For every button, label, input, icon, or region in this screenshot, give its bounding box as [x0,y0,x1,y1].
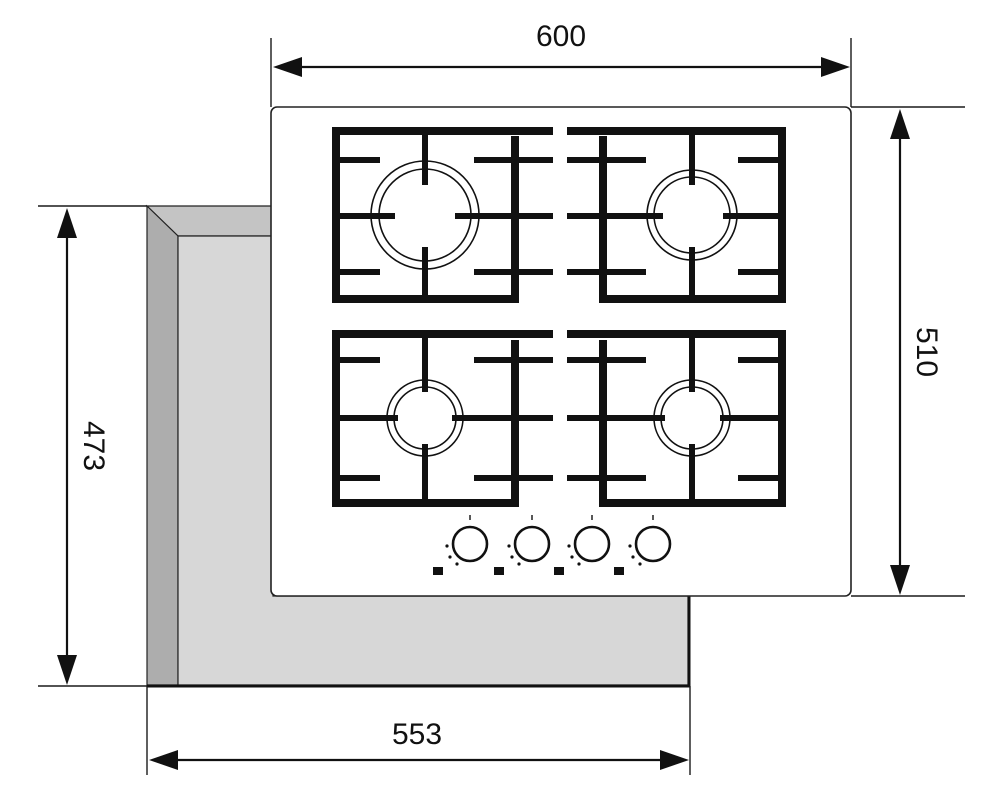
dimension-label-bottom: 553 [392,718,442,751]
burner-indicator-icon [614,567,624,575]
arrow-left-icon [149,750,178,770]
pan-support-top-right [567,127,786,303]
dimension-top-width: 600 [273,20,850,77]
cutout-niche [145,204,691,688]
burner-indicator-icon [554,567,564,575]
knob-3 [554,515,611,575]
knob-4 [614,515,672,575]
knob-2 [494,515,551,575]
pan-supports [332,127,786,507]
cutout-side-face [146,204,179,686]
burner-bottom-right [653,379,731,457]
dimension-label-top: 600 [536,20,586,53]
arrow-down-icon [890,565,910,595]
arrow-up-icon [890,109,910,139]
arrow-down-icon [57,655,77,685]
arrow-right-icon [660,750,689,770]
burner-top-right [646,169,738,261]
hob-panel [270,106,852,597]
dimension-label-right: 510 [910,327,943,377]
dimension-right-height: 510 [890,109,943,595]
dimension-bottom-width: 553 [149,718,689,770]
arrow-up-icon [57,208,77,238]
burners [370,160,738,457]
burner-bottom-left [386,379,464,457]
burner-indicator-icon [433,567,443,575]
dimension-left-height: 473 [57,208,110,685]
knob-1 [433,515,489,575]
pan-support-top-left [332,127,553,303]
control-knobs [433,515,672,575]
burner-top-left [370,160,480,270]
extension-lines [38,38,965,775]
dimension-label-left: 473 [77,421,110,471]
burner-indicator-icon [494,567,504,575]
arrow-right-icon [821,57,850,77]
arrow-left-icon [273,57,302,77]
